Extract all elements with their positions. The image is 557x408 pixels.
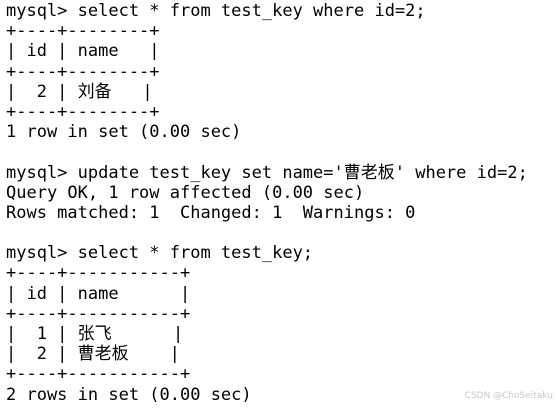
table-border: +----+-----------+ xyxy=(6,263,191,284)
table-border: +----+--------+ xyxy=(6,101,160,122)
query-status: Query OK, 1 row affected (0.00 sec) xyxy=(6,182,365,203)
table-border: +----+--------+ xyxy=(6,61,160,82)
watermark: CSDN @ChoSeitaku xyxy=(464,390,553,401)
table-border: +----+-----------+ xyxy=(6,364,191,385)
blank-line xyxy=(6,223,557,243)
result-summary: 2 rows in set (0.00 sec) xyxy=(6,384,252,405)
blank-line xyxy=(6,142,557,162)
table-row: | 2 | 曹老板 | xyxy=(6,344,180,365)
table-border: +----+--------+ xyxy=(6,21,160,42)
prompt-line: mysql> select * from test_key; xyxy=(6,243,314,264)
table-header-row: | id | name | xyxy=(6,41,160,62)
result-summary: 1 row in set (0.00 sec) xyxy=(6,122,242,143)
table-header-row: | id | name | xyxy=(6,283,191,304)
table-border: +----+-----------+ xyxy=(6,303,191,324)
table-row: | 1 | 张飞 | xyxy=(6,324,184,344)
prompt-line: mysql> select * from test_key where id=2… xyxy=(6,1,426,21)
rows-matched-info: Rows matched: 1 Changed: 1 Warnings: 0 xyxy=(6,202,416,223)
table-row: | 2 | 刘备 | xyxy=(6,81,153,102)
prompt-line: mysql> update test_key set name='曹老板' wh… xyxy=(6,162,528,183)
